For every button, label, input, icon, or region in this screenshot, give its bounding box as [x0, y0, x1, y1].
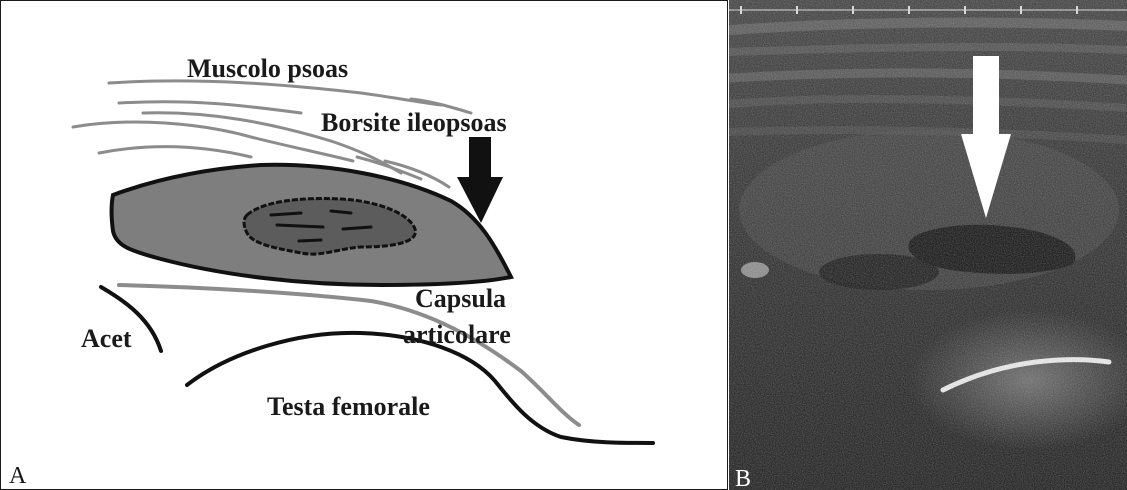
label-psoas: Muscolo psoas [187, 54, 348, 83]
panel-a-svg: Muscolo psoas Borsite ileopsoas Capsula … [1, 1, 727, 489]
panel-b-ultrasound: B [729, 0, 1127, 490]
femoral-head-curve [187, 333, 653, 443]
ultrasound-speckle [729, 0, 1127, 490]
panel-b-letter: B [735, 466, 751, 490]
panel-a-diagram: Muscolo psoas Borsite ileopsoas Capsula … [0, 0, 728, 490]
label-capsule-1: Capsula [415, 284, 506, 313]
label-acetabulum: Acet [81, 324, 132, 353]
panel-b-svg: B [729, 0, 1127, 490]
label-bursitis: Borsite ileopsoas [321, 108, 507, 137]
label-capsule-2: articolare [403, 320, 511, 349]
panel-a-letter: A [9, 463, 27, 489]
label-femoral-head: Testa femorale [267, 392, 430, 421]
